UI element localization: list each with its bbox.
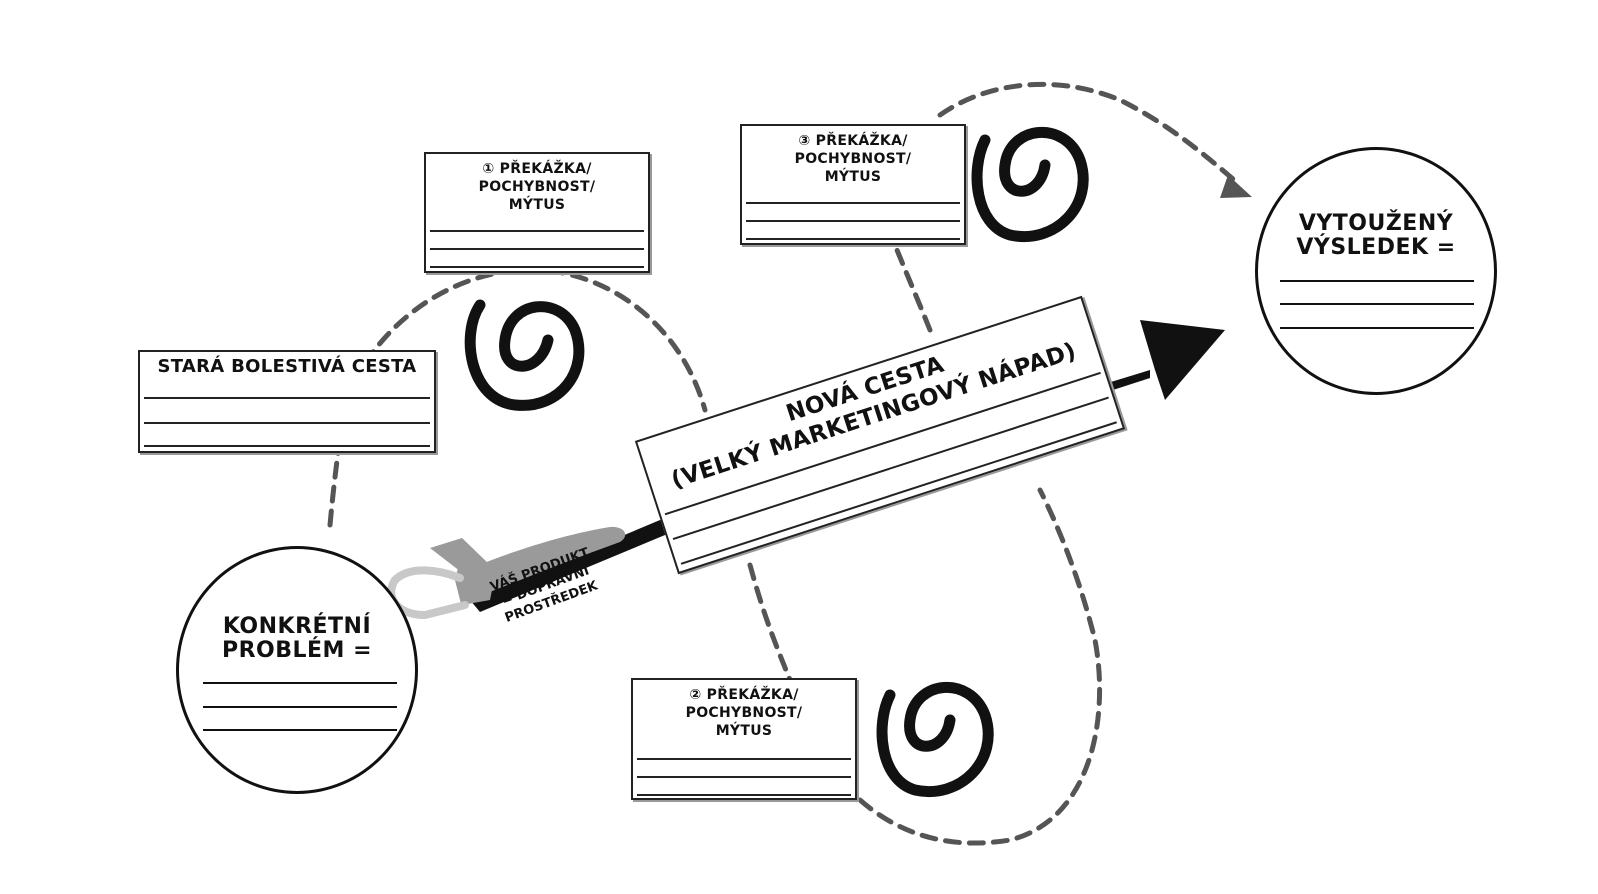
top-arc-dashed-curve [937, 81, 1243, 188]
spiral-icon [971, 127, 1089, 242]
problem-line [203, 706, 397, 708]
old-path-line [144, 445, 430, 447]
spiral-icon [876, 682, 994, 797]
obstacle-1-line [430, 266, 644, 268]
lower-dashed-curve [747, 562, 793, 683]
obstacle-2-line1: ② PŘEKÁŽKA/ [689, 687, 799, 703]
old-path-line [144, 422, 430, 424]
obstacle-1-line1: ① PŘEKÁŽKA/ [482, 161, 592, 177]
old-path-box: STARÁ BOLESTIVÁ CESTA [138, 350, 436, 453]
dashed-arrowhead-icon [1220, 175, 1252, 198]
rocket-icon [430, 526, 626, 608]
result-circle: VYTOUŽENÝ VÝSLEDEK = [1255, 147, 1497, 395]
obstacle-2-line3: MÝTUS [715, 723, 773, 739]
main-arrowhead-icon [1140, 320, 1225, 400]
bottom-loop-dashed-curve [857, 487, 1103, 846]
obstacle-3-line1: ③ PŘEKÁŽKA/ [798, 133, 908, 149]
obstacle-2-box: ② PŘEKÁŽKA/ POCHYBNOST/ MÝTUS [631, 678, 857, 800]
obstacle-3-line [746, 238, 960, 240]
obstacle-1-line3: MÝTUS [508, 197, 566, 213]
problem-line [203, 729, 397, 731]
obstacle-2-line [637, 758, 851, 760]
obstacle-3-line [746, 220, 960, 222]
obstacle-1-line [430, 230, 644, 232]
obstacle-1-line [430, 248, 644, 250]
problem-title-line2: PROBLÉM = [221, 638, 373, 663]
obstacle-1-box: ① PŘEKÁŽKA/ POCHYBNOST/ MÝTUS [424, 152, 650, 273]
rocket-exhaust [387, 566, 469, 620]
old-path-line [144, 397, 430, 399]
result-line [1280, 303, 1474, 305]
problem-circle: KONKRÉTNÍ PROBLÉM = [176, 546, 418, 794]
upper-dashed-curve [892, 242, 933, 333]
obstacle-2-line [637, 776, 851, 778]
result-line [1280, 280, 1474, 282]
problem-line [203, 682, 397, 684]
problem-title-line1: KONKRÉTNÍ [222, 614, 372, 639]
spiral-icon [464, 299, 585, 411]
obstacle-3-line3: MÝTUS [824, 169, 882, 185]
result-line [1280, 327, 1474, 329]
result-title-line2: VÝSLEDEK = [1296, 235, 1456, 260]
result-title-line1: VYTOUŽENÝ [1298, 211, 1454, 236]
obstacle-1-line2: POCHYBNOST/ [478, 179, 596, 195]
old-path-title: STARÁ BOLESTIVÁ CESTA [157, 356, 417, 377]
obstacle-3-box: ③ PŘEKÁŽKA/ POCHYBNOST/ MÝTUS [740, 124, 966, 245]
obstacle-3-line [746, 202, 960, 204]
obstacle-3-line2: POCHYBNOST/ [794, 151, 912, 167]
obstacle-2-line2: POCHYBNOST/ [685, 705, 803, 721]
obstacle-2-line [637, 794, 851, 796]
